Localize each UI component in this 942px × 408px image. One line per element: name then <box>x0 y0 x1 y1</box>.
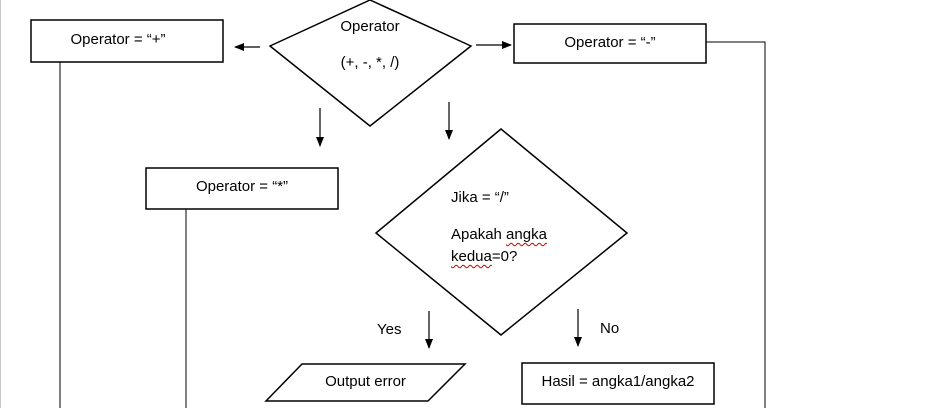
operator-multiply-label: Operator = “*” <box>195 178 289 195</box>
divide-decision-line1: Jika = “/” <box>451 189 509 206</box>
operator-decision-symbols: (+, -, *, /) <box>340 54 400 71</box>
result-box <box>521 362 715 405</box>
operator-plus-box <box>30 19 224 63</box>
operator-minus-label: Operator = “-” <box>564 34 656 51</box>
output-error-label: Output error <box>325 373 406 390</box>
divide-word-zero: =0? <box>491 248 518 265</box>
output-error-parallelogram <box>264 363 467 402</box>
operator-multiply-box <box>145 167 339 210</box>
divide-decision-line2: Apakah angka <box>451 226 547 244</box>
yes-label: Yes <box>377 321 402 338</box>
operator-decision-title: Operator <box>340 18 400 35</box>
minus-connector-line <box>706 41 766 408</box>
operator-plus-label: Operator = “+” <box>70 31 166 48</box>
result-label: Hasil = angka1/angka2 <box>541 373 695 390</box>
divide-decision-line3: kedua=0? <box>451 248 517 266</box>
divide-word-angka: angka <box>506 226 547 243</box>
operator-decision-diamond <box>268 0 473 127</box>
divide-word-kedua: kedua <box>451 248 492 265</box>
no-label: No <box>600 320 620 337</box>
operator-minus-box <box>513 23 707 64</box>
divide-word-apakah: Apakah <box>451 226 502 243</box>
divide-decision-diamond <box>374 128 629 336</box>
